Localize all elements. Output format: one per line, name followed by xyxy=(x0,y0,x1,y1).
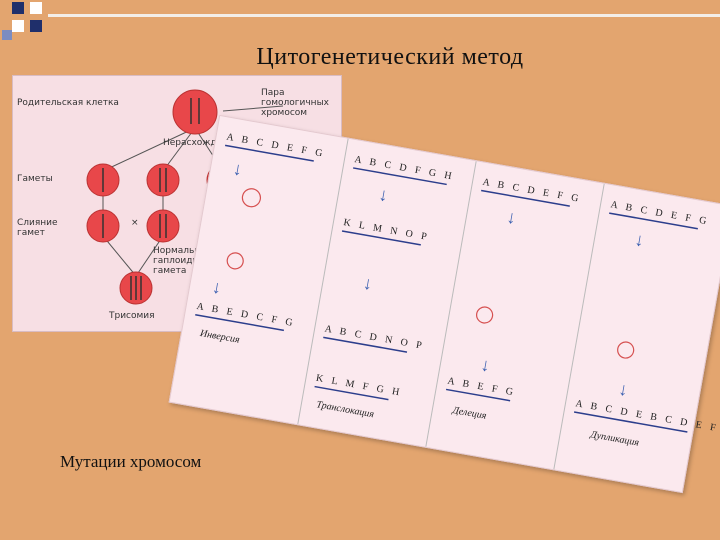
mutation-lines-svg xyxy=(195,138,698,470)
slide-title: Цитогенетический метод xyxy=(256,44,524,70)
gamete-circle xyxy=(146,163,180,197)
parent-cell-circle xyxy=(172,89,218,135)
label-homolog-pair: Пара гомологичных хромосом xyxy=(261,88,330,118)
label-gametes: Гаметы xyxy=(17,174,53,184)
corner-square xyxy=(12,2,24,14)
slide-caption: Мутации хромосом xyxy=(60,452,202,471)
title-rule xyxy=(48,14,720,17)
label-normal-gamete: Нормальная гаплоидная гамета xyxy=(153,246,212,276)
label-times: × xyxy=(131,218,139,228)
corner-square xyxy=(2,30,12,40)
chromosome-mutations-diagram: A B C D E F G A B C D F G H K L M N O P … xyxy=(168,114,720,494)
label-nondisjunction: Нерасхождение xyxy=(163,138,240,148)
corner-square xyxy=(30,20,42,32)
label-fusion: Слияние гамет xyxy=(17,218,58,238)
gamete-circle xyxy=(146,209,180,243)
corner-square xyxy=(30,2,42,14)
label-trisomy: Трисомия xyxy=(109,311,155,321)
corner-square xyxy=(12,20,24,32)
corner-decoration xyxy=(0,0,60,45)
label-parent-cell: Родительская клетка xyxy=(17,98,119,108)
